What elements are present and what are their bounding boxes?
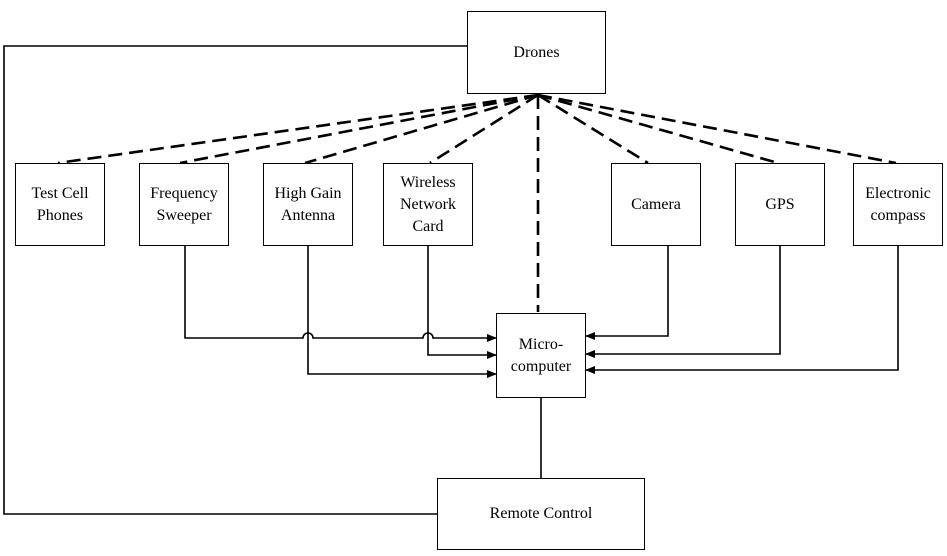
frequency-sweeper-node: Frequency Sweeper: [139, 163, 229, 246]
gps-label: GPS: [765, 195, 795, 213]
camera-label: Camera: [631, 195, 681, 213]
microcomputer-node: Micro- computer: [496, 313, 586, 398]
test-cell-phones-label: Test Cell Phones: [31, 184, 89, 224]
wire-wireless-network-card-to-microcomputer: [427, 246, 497, 359]
microcomputer-label: Micro- computer: [510, 335, 572, 375]
wireless-network-card-node: Wireless Network Card: [383, 163, 473, 246]
wire-electronic-compass-to-microcomputer: [585, 246, 899, 374]
link-drones-camera: [537, 93, 649, 165]
high-gain-antenna-label: High Gain Antenna: [274, 184, 342, 224]
wire-gps-to-microcomputer: [585, 246, 781, 358]
electronic-compass-node: Electronic compass: [853, 163, 943, 246]
wire-camera-to-microcomputer: [585, 246, 669, 340]
electronic-compass-label: Electronic compass: [865, 184, 931, 224]
link-drones-electronic-compass: [537, 93, 897, 165]
link-drones-gps: [537, 93, 779, 165]
gps-node: GPS: [735, 163, 825, 246]
drones-node: Drones: [467, 11, 606, 94]
wireless-network-card-label: Wireless Network Card: [400, 173, 456, 235]
frequency-sweeper-label: Frequency Sweeper: [150, 184, 218, 224]
remote-control-node: Remote Control: [437, 478, 645, 550]
link-drones-high-gain-antenna: [304, 93, 539, 165]
remote-control-label: Remote Control: [489, 505, 593, 522]
link-drones-test-cell-phones: [57, 93, 539, 165]
wire-high-gain-antenna-to-microcomputer: [307, 246, 497, 378]
link-drones-wireless-network-card: [429, 93, 539, 165]
camera-node: Camera: [611, 163, 701, 246]
link-drones-frequency-sweeper: [179, 93, 539, 165]
test-cell-phones-node: Test Cell Phones: [15, 163, 105, 246]
wire-remote-control-to-drones: [3, 45, 467, 515]
drones-label: Drones: [513, 43, 560, 61]
wire-frequency-sweeper-to-microcomputer: [184, 246, 497, 342]
high-gain-antenna-node: High Gain Antenna: [263, 163, 353, 246]
